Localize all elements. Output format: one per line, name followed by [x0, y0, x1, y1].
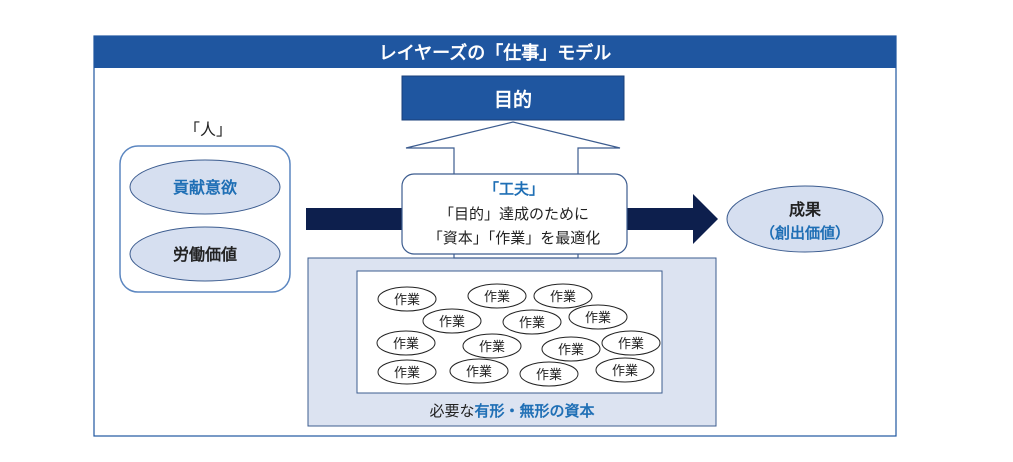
task-label: 作業 [394, 365, 420, 381]
task-oval: 作業 [601, 330, 661, 356]
task-oval: 作業 [422, 308, 482, 334]
diagram-title: レイヤーズの「仕事」モデル [379, 42, 612, 64]
contribution-label: 貢献意欲 [173, 178, 237, 197]
capital-caption: 必要な有形・無形の資本 [429, 402, 594, 420]
task-oval: 作業 [376, 330, 436, 356]
outcome-oval [726, 185, 884, 253]
task-oval: 作業 [467, 283, 527, 309]
task-ovals: 作業 作業 作業 作業 作業 作業 作業 作業 作業 作業 作業 作業 作業 作… [376, 283, 661, 387]
task-oval: 作業 [462, 333, 522, 359]
purpose-label: 目的 [494, 88, 532, 111]
task-oval: 作業 [541, 336, 601, 362]
task-oval: 作業 [377, 359, 437, 385]
task-label: 作業 [550, 289, 576, 305]
capital-highlight: 有形・無形の資本 [475, 402, 595, 420]
person-label: 「人」 [184, 120, 232, 139]
task-oval: 作業 [595, 357, 655, 383]
task-label: 作業 [558, 342, 584, 358]
task-label: 作業 [393, 336, 419, 352]
task-label: 作業 [479, 339, 505, 355]
title-bar [94, 36, 896, 68]
purpose-box [401, 75, 625, 121]
task-label: 作業 [439, 314, 465, 330]
outcome-sub: （創出価値） [760, 224, 850, 242]
task-label: 作業 [618, 336, 644, 352]
task-oval: 作業 [449, 358, 509, 384]
task-label: 作業 [536, 367, 562, 383]
ingenuity-line1: 「目的」達成のために [439, 205, 589, 223]
task-label: 作業 [612, 363, 638, 379]
task-oval: 作業 [533, 283, 593, 309]
task-label: 作業 [394, 292, 420, 308]
task-label: 作業 [519, 315, 545, 331]
task-label: 作業 [585, 310, 611, 326]
task-label: 作業 [484, 289, 510, 305]
capital-prefix: 必要な [429, 402, 474, 420]
task-oval: 作業 [568, 304, 628, 330]
contribution-oval [129, 159, 281, 215]
task-label: 作業 [466, 364, 492, 380]
labor-oval [129, 226, 281, 282]
ingenuity-title: 「工夫」 [484, 180, 544, 198]
task-oval: 作業 [502, 309, 562, 335]
outcome-label: 成果 [789, 200, 821, 219]
task-oval: 作業 [519, 361, 579, 387]
task-oval: 作業 [377, 286, 437, 312]
ingenuity-box [401, 173, 628, 255]
ingenuity-line2: 「資本」「作業」を最適化 [428, 229, 601, 247]
labor-label: 労働価値 [173, 245, 237, 264]
